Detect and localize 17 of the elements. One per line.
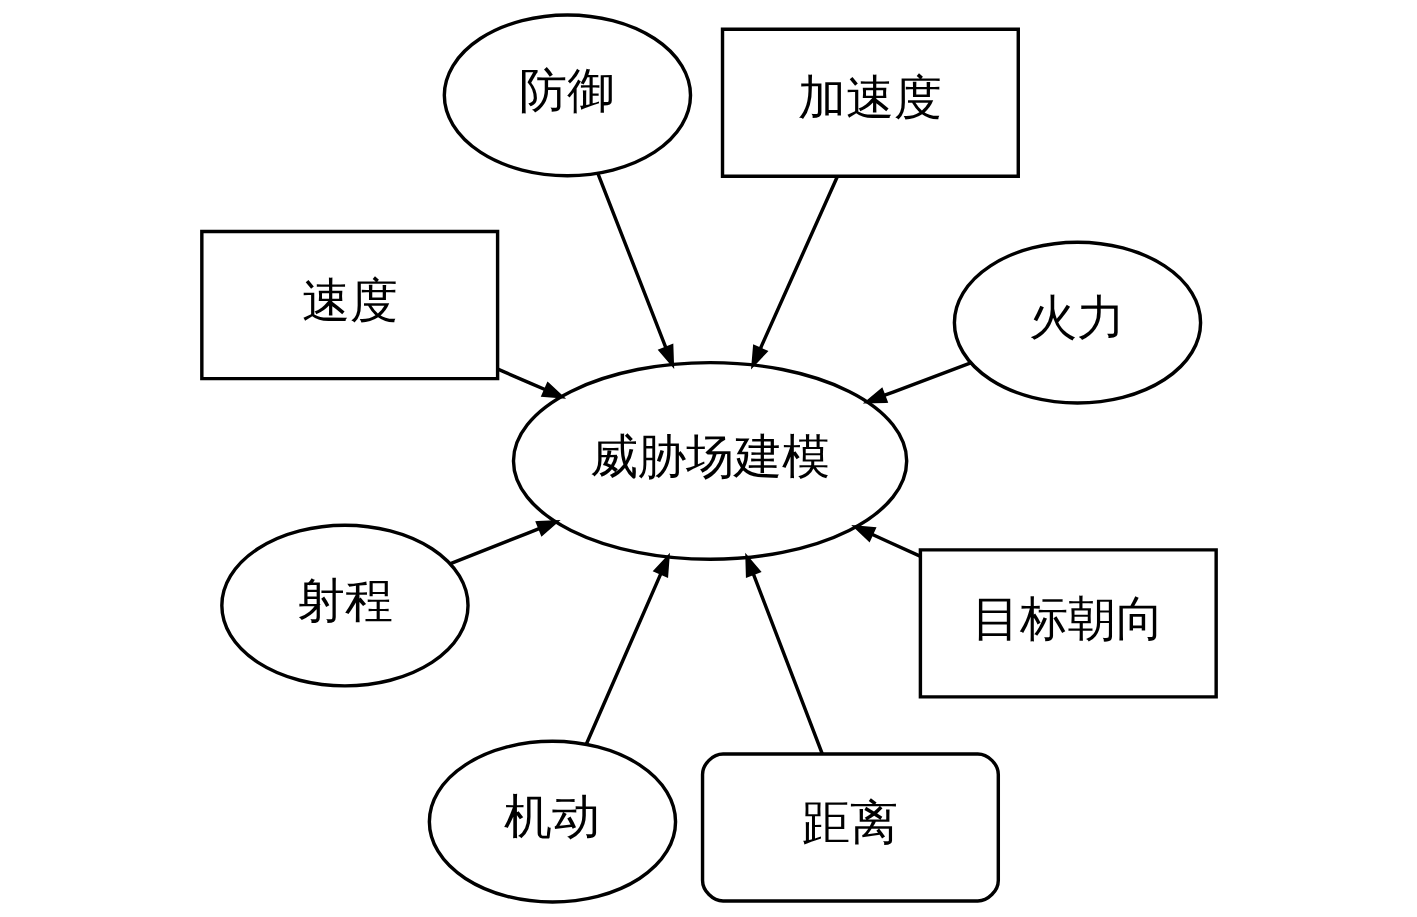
node-ellipse: 射程 xyxy=(219,523,470,688)
node-box: 速度 xyxy=(199,229,499,381)
arrow xyxy=(595,172,674,369)
arrow xyxy=(584,552,670,745)
node-ellipse: 火力 xyxy=(952,240,1202,405)
arrow xyxy=(449,520,561,566)
node-box: 加速度 xyxy=(720,27,1020,178)
arrow xyxy=(744,552,824,755)
arrow xyxy=(750,175,839,370)
arrow xyxy=(862,361,971,404)
node-ellipse: 威胁场建模 xyxy=(511,360,908,561)
node-box: 目标朝向 xyxy=(918,548,1218,699)
node-box: 距离 xyxy=(700,752,1000,903)
arrow xyxy=(496,367,566,399)
node-ellipse: 机动 xyxy=(427,739,677,904)
arrow xyxy=(850,524,921,558)
node-ellipse: 防御 xyxy=(442,13,692,178)
